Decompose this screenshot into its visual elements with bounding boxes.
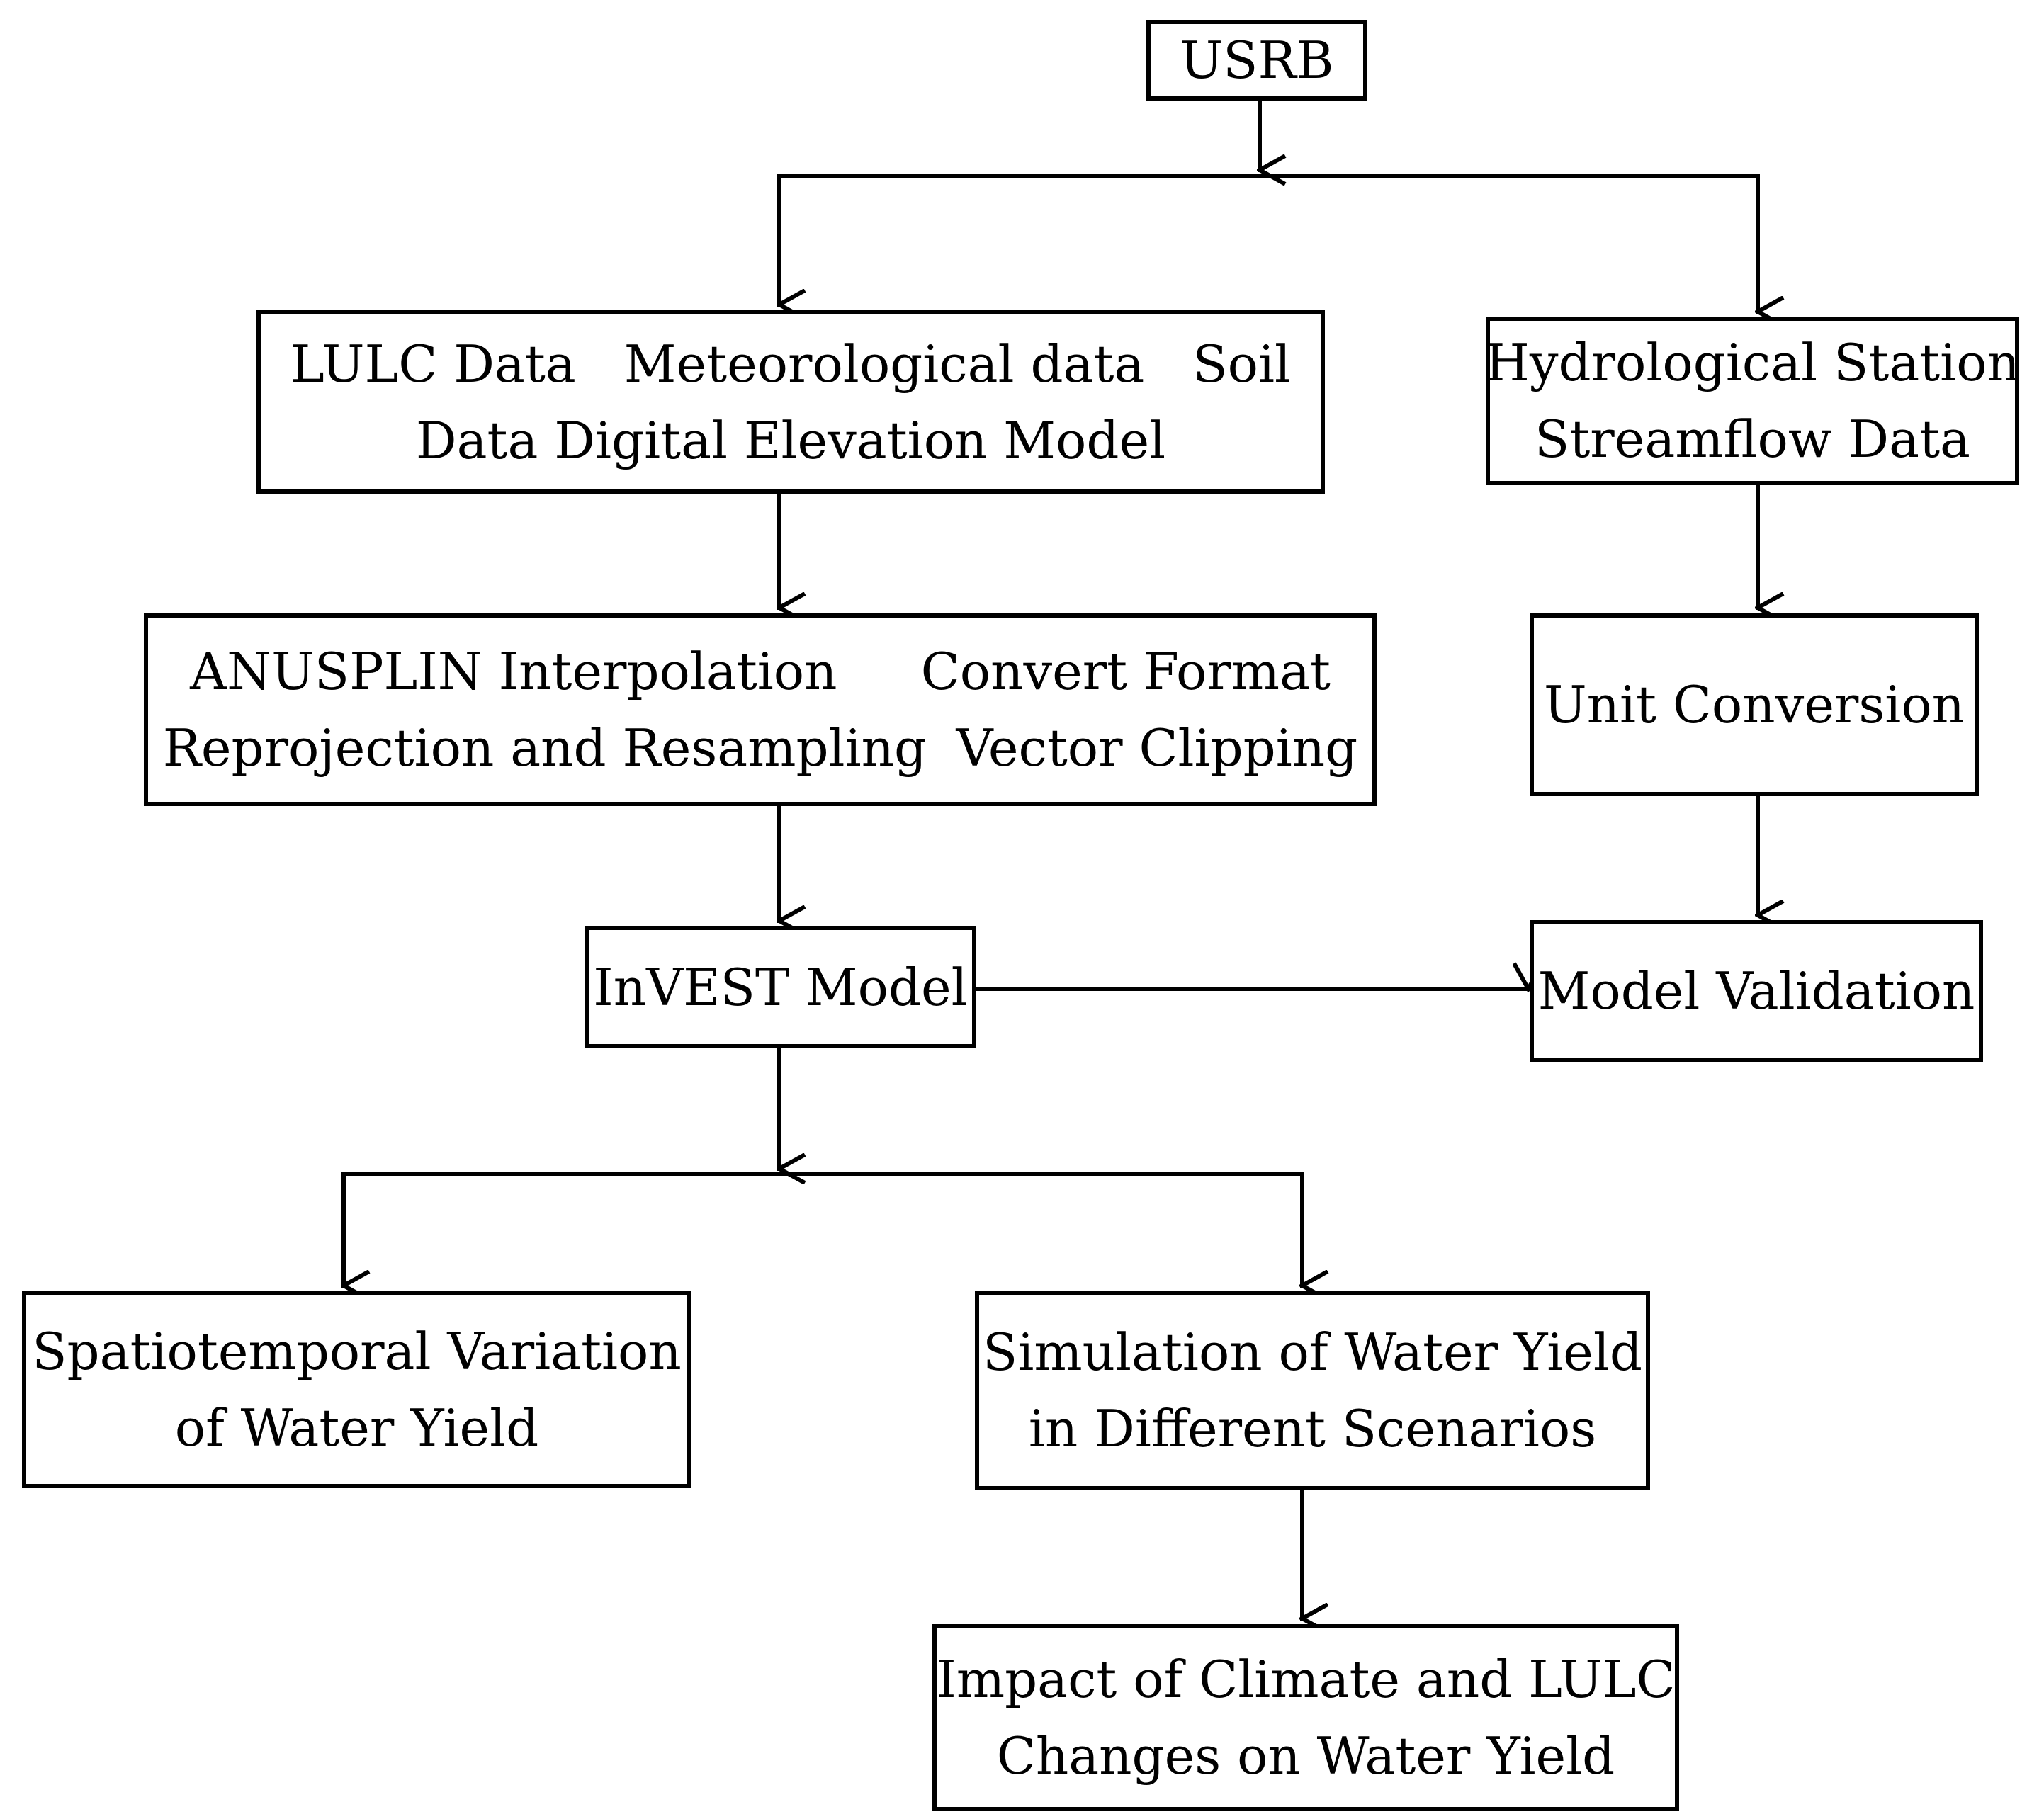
model-validation-node: Model Validation bbox=[1530, 920, 1983, 1062]
preprocessing-row-2: Reprojection and Resampling Vector Clipp… bbox=[148, 710, 1372, 786]
simulation-scenarios-label-2: in Different Scenarios bbox=[1028, 1399, 1597, 1458]
spatiotemporal-variation-node: Spatiotemporal Variation of Water Yield bbox=[22, 1291, 691, 1488]
preprocessing-row-1: ANUSPLIN Interpolation Convert Format bbox=[148, 633, 1372, 710]
lulc-data-label: LULC Data bbox=[290, 334, 576, 394]
unit-conversion-label: Unit Conversion bbox=[1543, 675, 1965, 735]
hydrological-station-label: Hydrological Station bbox=[1485, 333, 2020, 392]
vector-clipping-label: Vector Clipping bbox=[956, 718, 1358, 778]
streamflow-data-label: Streamflow Data bbox=[1535, 409, 1970, 469]
usrb-node: USRB bbox=[1146, 20, 1367, 101]
preprocessing-node: ANUSPLIN Interpolation Convert Format Re… bbox=[144, 613, 1377, 806]
invest-model-node: InVEST Model bbox=[585, 926, 976, 1048]
convert-format-label: Convert Format bbox=[920, 642, 1331, 701]
meteorological-data-label: Meteorological data bbox=[623, 334, 1145, 394]
input-data-line-2: Data Digital Elevation Model bbox=[415, 410, 1166, 470]
hydrological-station-node: Hydrological Station Streamflow Data bbox=[1485, 317, 2020, 485]
input-data-node: LULC Data Meteorological data Soil Data … bbox=[256, 310, 1325, 494]
climate-lulc-impact-label-2: Changes on Water Yield bbox=[996, 1726, 1615, 1786]
soil-label: Soil bbox=[1192, 334, 1292, 394]
spatiotemporal-variation-label-2: of Water Yield bbox=[174, 1398, 539, 1458]
input-data-line-1: LULC Data Meteorological data Soil bbox=[261, 326, 1321, 402]
simulation-scenarios-label-1: Simulation of Water Yield bbox=[983, 1322, 1642, 1382]
unit-conversion-node: Unit Conversion bbox=[1530, 613, 1979, 796]
climate-lulc-impact-node: Impact of Climate and LULC Changes on Wa… bbox=[932, 1624, 1679, 1811]
climate-lulc-impact-label-1: Impact of Climate and LULC bbox=[936, 1650, 1676, 1709]
simulation-scenarios-node: Simulation of Water Yield in Different S… bbox=[975, 1291, 1650, 1490]
model-validation-label: Model Validation bbox=[1537, 961, 1975, 1021]
invest-model-label: InVEST Model bbox=[593, 957, 968, 1017]
usrb-label: USRB bbox=[1180, 30, 1334, 90]
spatiotemporal-variation-label-1: Spatiotemporal Variation bbox=[32, 1321, 682, 1381]
anusplin-interpolation-label: ANUSPLIN Interpolation bbox=[190, 642, 837, 701]
reprojection-resampling-label: Reprojection and Resampling bbox=[162, 718, 927, 778]
